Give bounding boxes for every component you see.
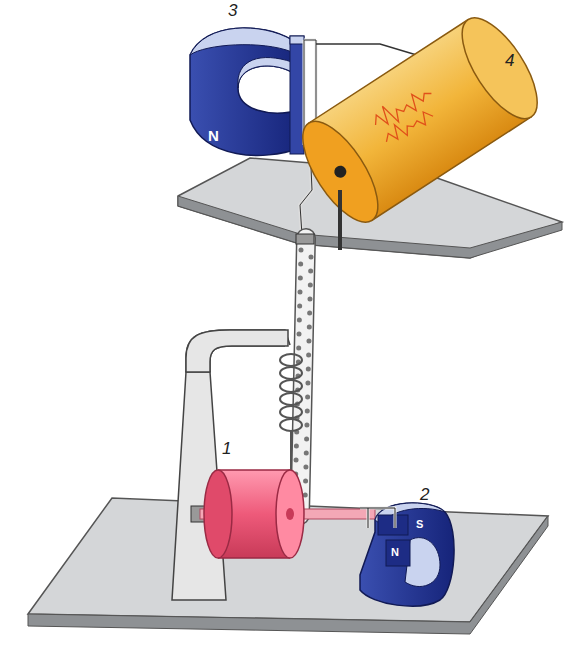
recording-drum — [289, 7, 552, 234]
callout-number: 3 — [228, 2, 237, 19]
suspension-chain — [295, 234, 314, 515]
inertial-mass — [204, 470, 304, 558]
pole-letter: S — [416, 519, 423, 530]
pole-letter: N — [391, 547, 399, 558]
lower-base-plate — [28, 498, 548, 634]
lower-magnet — [360, 503, 454, 606]
pole-letter: N — [208, 128, 219, 143]
callout-number: 1 — [222, 440, 231, 457]
stand — [172, 330, 290, 600]
upper-magnet — [190, 28, 304, 155]
callout-number: 2 — [420, 486, 429, 503]
callout-number: 4 — [505, 52, 514, 69]
drum-post — [338, 190, 342, 250]
